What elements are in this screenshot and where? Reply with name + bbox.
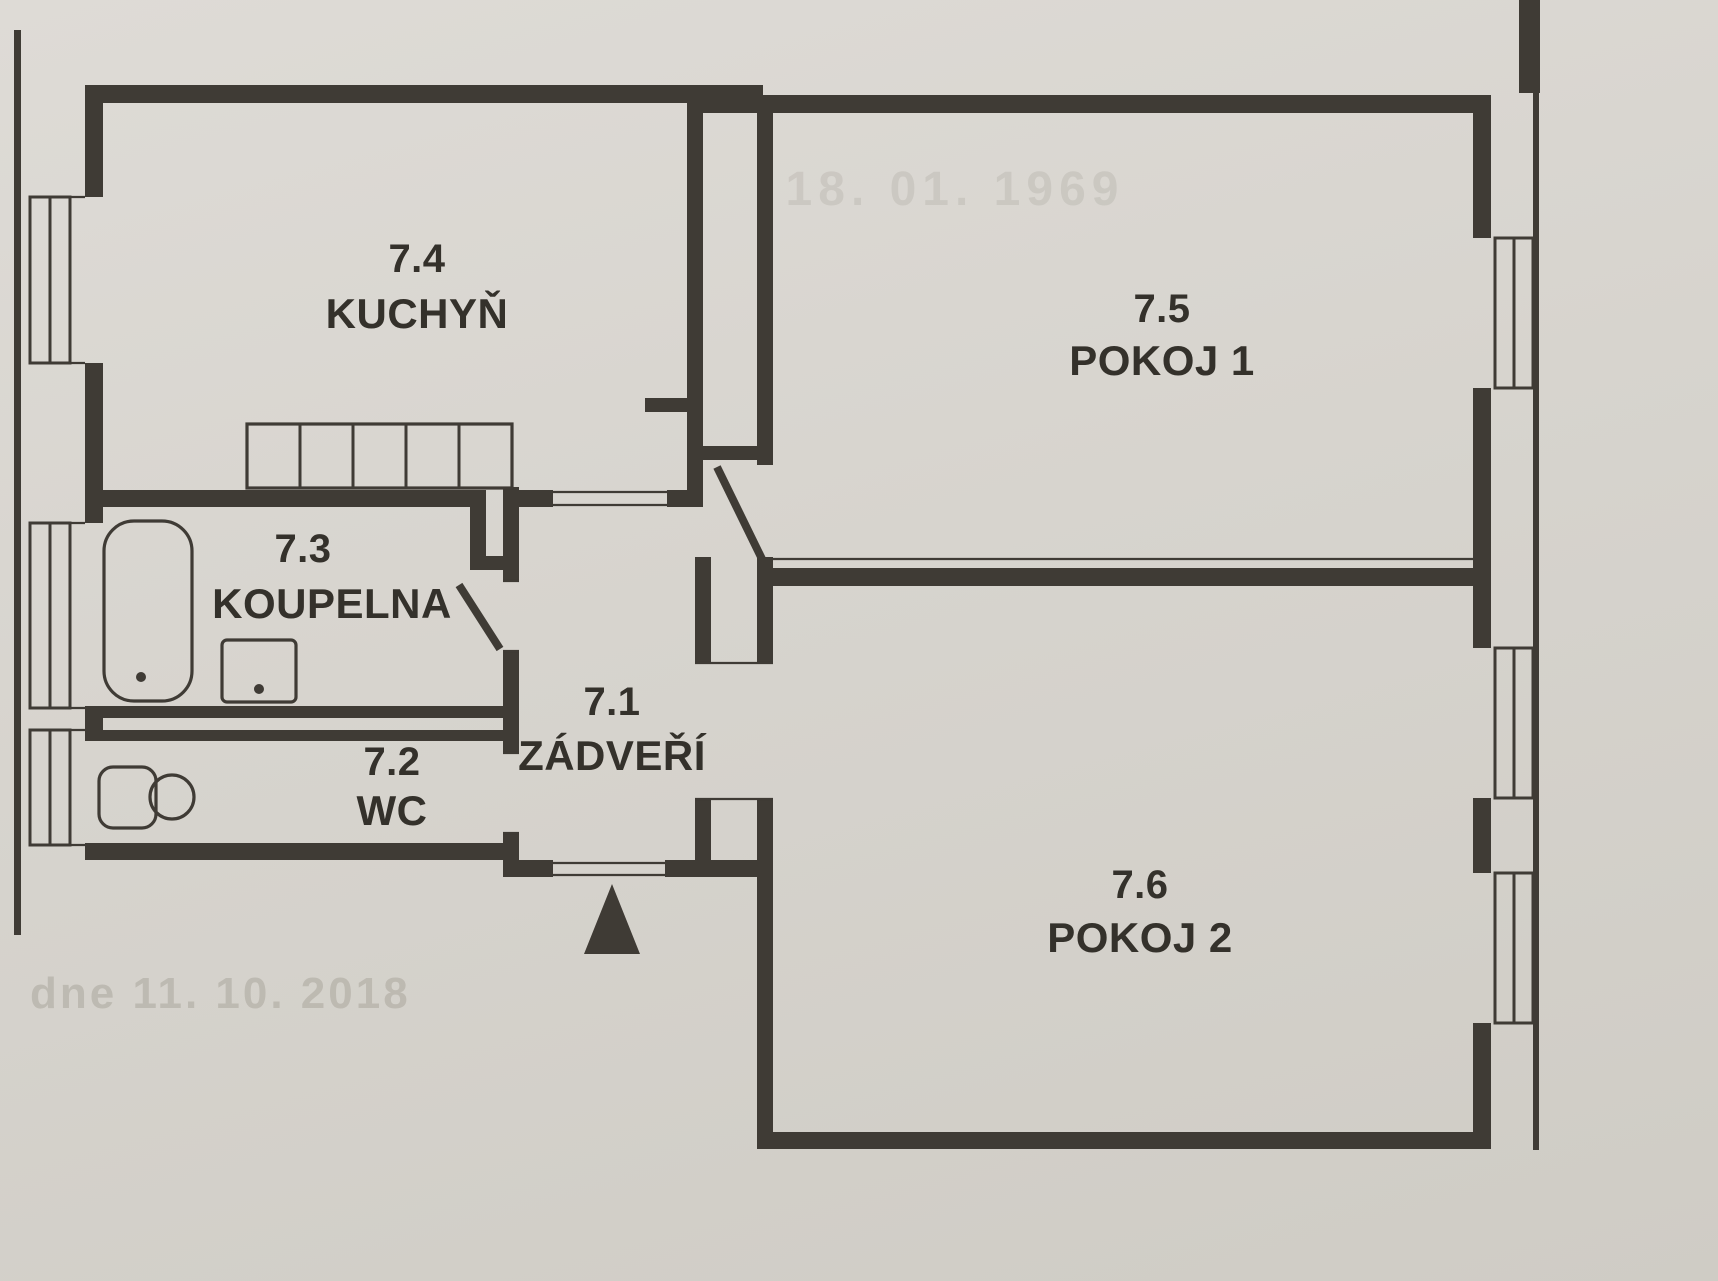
wall-right-seg2 (1473, 388, 1491, 648)
room-labels: 7.4 KUCHYŇ 7.5 POKOJ 1 7.3 KOUPELNA 7.1 … (212, 237, 1255, 961)
room-number: 7.5 (1133, 287, 1190, 331)
wall-top-pokoj1 (757, 95, 1490, 113)
room-label-koupelna: 7.3 KOUPELNA (212, 527, 452, 627)
room-number: 7.4 (388, 237, 445, 281)
entrance-arrow-icon (584, 884, 640, 954)
wall-right-seg1 (1473, 95, 1491, 238)
toilet-icon (97, 765, 158, 830)
wall-pokoj2-left-seg2 (757, 800, 773, 1132)
wall-bottom-pokoj2 (757, 1132, 1491, 1149)
door-thresholds (503, 490, 1473, 877)
windows (28, 195, 1535, 1025)
room-label-pokoj1: 7.5 POKOJ 1 (1069, 287, 1255, 384)
wall-top-kitchen (85, 85, 703, 103)
wall-outer-right-line (1533, 92, 1539, 1150)
sink-drain-dot (254, 684, 264, 694)
wall-shaft-top-bridge (697, 85, 763, 113)
wall-left-seg1 (85, 85, 103, 197)
wall-bath-wc-b (85, 730, 519, 741)
wall-left-seg2 (85, 363, 103, 523)
room-label-kuchyn: 7.4 KUCHYŇ (326, 237, 509, 337)
door-leaf-koupelna (455, 582, 504, 652)
wall-hall-left-seg1 (503, 487, 519, 580)
wall-bath-jog-vert (470, 507, 486, 570)
wall-kitchen-notch (645, 398, 689, 412)
kitchen-counter-icon (245, 422, 514, 490)
wall-entrance-right (665, 860, 773, 877)
wall-hall-right-seg1 (695, 557, 711, 662)
room-name: ZÁDVEŘÍ (518, 731, 707, 779)
wall-kitchen-bath-a (85, 490, 486, 507)
wall-outer-left-line (14, 30, 21, 935)
door-leaves (455, 465, 766, 652)
room-label-wc: 7.2 WC (357, 740, 428, 834)
room-name: POKOJ 1 (1069, 337, 1255, 384)
wall-right-seg3 (1473, 798, 1491, 873)
door-leaf-pokoj1 (713, 465, 766, 561)
bathtub-icon (102, 519, 194, 703)
exterior-walls (14, 0, 1540, 1150)
room-number: 7.2 (363, 740, 420, 784)
scan-stamps: 18. 01. 1969 dne 11. 10. 2018 (30, 163, 1125, 1018)
wall-hall-right-seg2 (695, 800, 711, 877)
date-stamp-bottom: dne 11. 10. 2018 (30, 969, 411, 1018)
date-stamp-top: 18. 01. 1969 (786, 163, 1125, 216)
wall-pokoj2-left-seg1 (757, 586, 773, 662)
room-label-pokoj2: 7.6 POKOJ 2 (1047, 863, 1233, 961)
room-label-zadveri: 7.1 ZÁDVEŘÍ (518, 680, 707, 779)
wall-right-seg4 (1473, 1023, 1491, 1149)
room-number: 7.3 (274, 527, 331, 571)
wall-kitchen-bath-c (667, 490, 703, 507)
wall-hall-left-seg2 (503, 652, 519, 752)
toilet-bowl-icon (148, 773, 196, 821)
room-name: KOUPELNA (212, 580, 452, 627)
room-name: POKOJ 2 (1047, 914, 1233, 961)
fixtures (97, 422, 640, 954)
wall-entrance-left (503, 860, 553, 877)
room-name: WC (357, 787, 428, 834)
room-number: 7.1 (583, 680, 640, 724)
bathtub-drain-dot (136, 672, 146, 682)
wall-bath-wc-a (85, 706, 519, 718)
interior-walls (85, 95, 1490, 1132)
room-name: KUCHYŇ (326, 289, 509, 337)
room-number: 7.6 (1111, 863, 1168, 907)
wall-bottom-left-section (85, 843, 519, 860)
wall-pokoj1-left-seg1 (757, 95, 773, 465)
wall-shaft-bottom (703, 446, 757, 460)
wall-kitchen-right-shaft (687, 103, 703, 492)
sink-icon (220, 638, 298, 704)
wall-pokoj1-pokoj2-divider (757, 568, 1490, 586)
wall-top-right-bar (1519, 0, 1540, 93)
